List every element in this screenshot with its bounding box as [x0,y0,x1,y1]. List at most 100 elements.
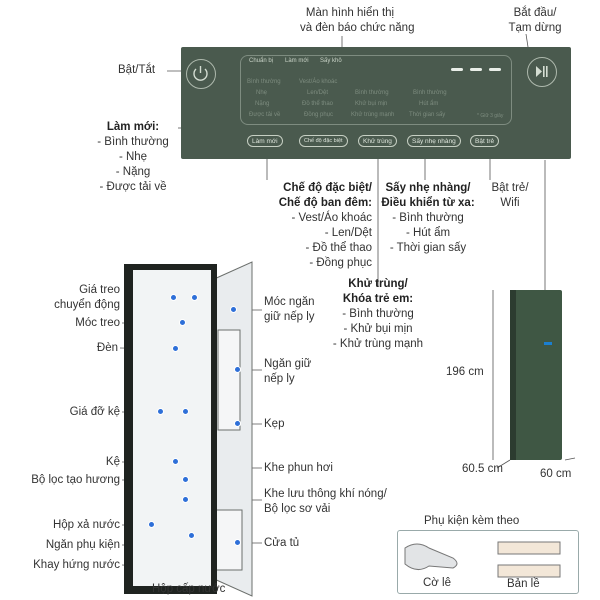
indicator-dash [451,68,463,71]
tab-prepare: Chuẩn bị [249,58,274,64]
refresh-item: - Nhẹ [118,151,148,163]
dry-item: - Bình thường [392,212,464,224]
start-callout-line1: Bắt đầu/ [513,7,557,19]
special-group-title: Chế độ ban đêm: [278,197,372,209]
special-item: - Đồ thể thao [305,242,372,254]
refresh-button[interactable]: Làm mới [247,135,283,147]
indicator-dash [489,68,501,71]
dry-group-title: Điều khiển từ xa: [381,197,475,209]
special-group-title: Chế độ đặc biệt/ [283,182,372,194]
hook-marker [179,319,186,326]
power-button[interactable] [186,59,216,89]
drain-box-label: Hộp xả nước [52,519,120,531]
col1-item: Bình thường [247,79,281,85]
accessories-box [397,530,579,594]
indicator-dash [470,68,482,71]
crease-compartment-label: Ngăn giữ nếp ly [264,357,311,387]
moving-hanger-marker [191,294,198,301]
power-icon [193,66,208,81]
refresh-item: - Được tải về [99,181,167,193]
drip-tray-label: Khay hứng nước [33,559,120,571]
shelf-holder-label: Giá đỡ kệ [69,406,120,418]
crease-compartment-marker [234,366,241,373]
sanitize-item: - Bình thường [342,308,414,320]
tab-refresh: Làm mới [285,58,309,64]
refresh-group: Làm mới: - Bình thường - Nhẹ - Nặng - Đư… [88,120,178,195]
dry-group: Sấy nhẹ nhàng/ Điều khiển từ xa: - Bình … [378,181,478,256]
crease-hanger-label: Móc ngăn giữ nếp ly [264,295,315,325]
moving-hanger-marker [170,294,177,301]
accessories-title: Phụ kiện kèm theo [424,515,520,527]
col4-item: Hút ẩm [419,101,439,107]
width-dimension: 60.5 cm [462,463,503,475]
start-pause-button[interactable] [527,57,557,87]
hot-air-line: Khe lưu thông khí nóng/ [264,488,387,500]
depth-dimension: 60 cm [540,468,572,480]
clip-marker [234,420,241,427]
refresh-group-title: Làm mới: [106,121,160,133]
accessory-drawer-label: Ngăn phụ kiện [45,539,120,551]
special-item: - Len/Dệt [324,227,372,239]
col3-item: Khử trùng mạnh [351,112,395,118]
refresh-item: - Bình thường [97,136,169,148]
special-group: Chế độ đặc biệt/ Chế độ ban đêm: - Vest/… [252,181,372,271]
hot-air-line: Bộ lọc sơ vải [264,503,331,515]
sanitize-group-title: Khóa trẻ em: [342,293,414,305]
col3-item: Bình thường [355,90,389,96]
col2-item: Đồ thể thao [302,101,334,107]
special-item: - Đồng phục [309,257,372,269]
sanitize-group-title: Khử trùng/ [348,278,408,290]
crease-compartment-line: nếp ly [264,373,295,385]
col1-item: Nhẹ [256,90,268,96]
gentle-dry-button[interactable]: Sấy nhẹ nhàng [407,135,461,147]
col4-item: Bình thường [413,90,447,96]
dry-item: - Thời gian sấy [389,242,467,254]
drain-box-marker [148,521,155,528]
hold-note: * Giữ 3 giây [477,113,504,119]
shelf-holder-marker [182,408,189,415]
hook-label: Móc treo [75,317,120,329]
child-wifi-group: Bật trẻ/ Wifi [484,181,536,211]
start-callout: Bắt đầu/ Tạm dừng [500,6,570,36]
moving-hanger-line: chuyển động [54,299,120,311]
cabinet-side [510,290,516,460]
play-pause-icon [536,66,548,77]
sanitize-button[interactable]: Khử trùng [358,135,397,147]
special-item: - Vest/Áo khoác [291,212,372,224]
display-screen [240,55,512,125]
tab-dry: Sấy khô [320,58,342,64]
control-panel: Chuẩn bị Làm mới Sấy khô Bình thường Nhẹ… [181,47,571,159]
dry-item: - Hút ẩm [405,227,451,239]
col3-item: Khử bụi mịn [355,101,388,107]
sanitize-group: Khử trùng/ Khóa trẻ em: - Bình thường - … [328,277,428,352]
wardrobe-interior [133,270,211,586]
screen-callout-line2: và đèn báo chức năng [300,22,415,34]
aroma-filter-marker [182,476,189,483]
hot-air-label: Khe lưu thông khí nóng/ Bộ lọc sơ vải [264,487,387,517]
light-marker [172,345,179,352]
sanitize-item: - Khử bụi mịn [343,323,413,335]
height-dimension: 196 cm [446,366,484,378]
dry-group-title: Sấy nhẹ nhàng/ [385,182,471,194]
col2-item: Đồng phục [304,112,334,118]
cabinet-indicator [544,342,552,345]
shelf-label: Kệ [105,456,120,468]
child-lock-button[interactable]: Bật trẻ [470,135,500,147]
col2-item: Len/Dệt [307,90,329,96]
door-label: Cửa tủ [264,537,300,549]
water-supply-label: Hộp cấp nước [152,583,226,595]
crease-compartment-line: Ngăn giữ [264,358,312,370]
hot-air-marker [182,496,189,503]
col2-item: Vest/Áo khoác [299,79,338,85]
clip-label: Kẹp [264,418,285,430]
shelf-marker [172,458,179,465]
screen-callout-line1: Màn hình hiển thị [305,7,395,19]
closed-cabinet-image [510,290,562,460]
col1-item: Nặng [255,101,270,107]
shelf-holder-marker [157,408,164,415]
sanitize-item: - Khử trùng mạnh [332,338,424,350]
crease-hanger-line: Móc ngăn [264,296,315,308]
power-callout: Bật/Tắt [118,64,156,76]
moving-hanger-line: Giá treo [79,284,120,296]
special-mode-button[interactable]: Chế độ đặc biệt [299,135,348,147]
